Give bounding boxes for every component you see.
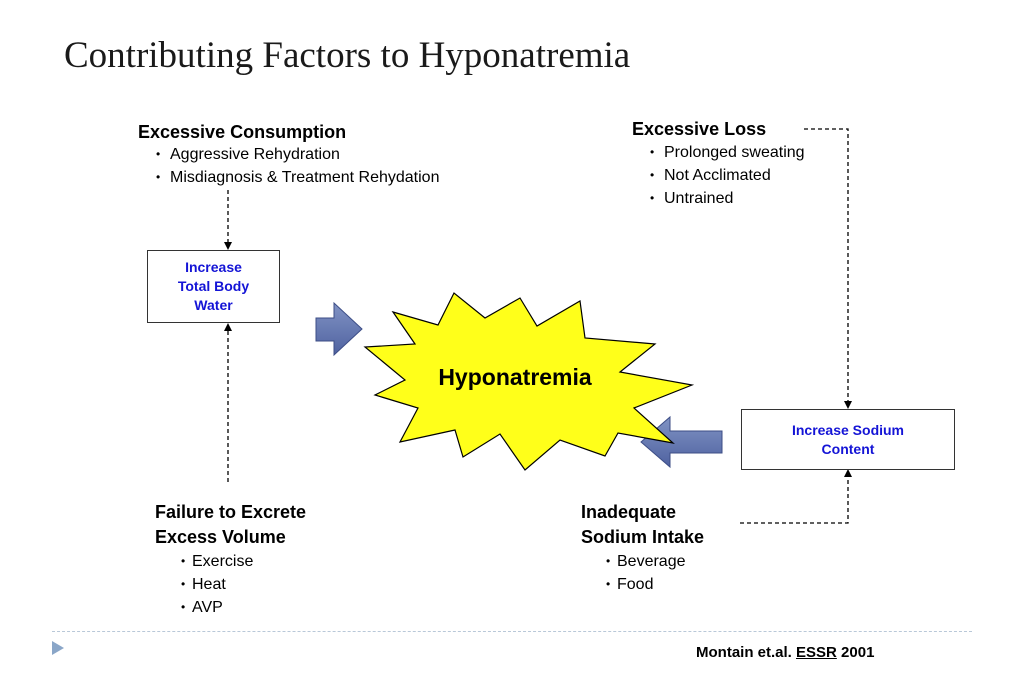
list-item: •Exercise bbox=[181, 553, 254, 570]
inadequate-sodium-heading-line1: Inadequate bbox=[581, 502, 677, 522]
excessive-loss-heading: Excessive Loss bbox=[632, 119, 767, 139]
list-item: •Beverage bbox=[606, 553, 686, 570]
list-item: •Prolonged sweating bbox=[650, 144, 805, 161]
list-item: •Aggressive Rehydration bbox=[156, 146, 340, 163]
block-arrow-left bbox=[640, 415, 723, 469]
connector-loss-to-sodium bbox=[804, 128, 852, 409]
list-item: •Misdiagnosis & Treatment Rehydation bbox=[156, 169, 440, 186]
block-arrow-right bbox=[315, 301, 363, 357]
list-item: •Untrained bbox=[650, 190, 734, 207]
list-item: •Food bbox=[606, 576, 654, 593]
inadequate-sodium-heading-line2: Sodium Intake bbox=[581, 527, 705, 547]
connector-intake-to-sodium bbox=[740, 469, 852, 524]
increase-total-body-water-box: Increase Total Body Water bbox=[147, 250, 280, 323]
failure-to-excrete-heading-line2: Excess Volume bbox=[155, 527, 286, 547]
increase-sodium-content-box: Increase Sodium Content bbox=[741, 409, 955, 470]
citation-year: 2001 bbox=[841, 644, 875, 661]
list-item: •AVP bbox=[181, 599, 223, 616]
excessive-consumption-list: •Aggressive Rehydration •Misdiagnosis & … bbox=[156, 143, 439, 189]
inadequate-sodium-list: •Beverage •Food bbox=[606, 550, 686, 596]
hyponatremia-label: Hyponatremia bbox=[438, 364, 592, 390]
excessive-loss-list: •Prolonged sweating •Not Acclimated •Unt… bbox=[650, 141, 805, 210]
failure-to-excrete-list: •Exercise •Heat •AVP bbox=[181, 550, 253, 619]
hyponatremia-starburst bbox=[363, 292, 695, 471]
excessive-consumption-heading: Excessive Consumption bbox=[138, 122, 347, 142]
citation: Montain et.al. ESSR 2001 bbox=[696, 644, 874, 661]
footer-divider bbox=[52, 631, 972, 632]
citation-authors: Montain et.al. bbox=[696, 644, 792, 661]
slide-title: Contributing Factors to Hyponatremia bbox=[64, 35, 631, 76]
citation-journal: ESSR bbox=[796, 644, 837, 661]
footer-bullet-icon bbox=[52, 641, 64, 655]
failure-to-excrete-heading-line1: Failure to Excrete bbox=[155, 502, 307, 522]
list-item: •Not Acclimated bbox=[650, 167, 771, 184]
list-item: •Heat bbox=[181, 576, 226, 593]
